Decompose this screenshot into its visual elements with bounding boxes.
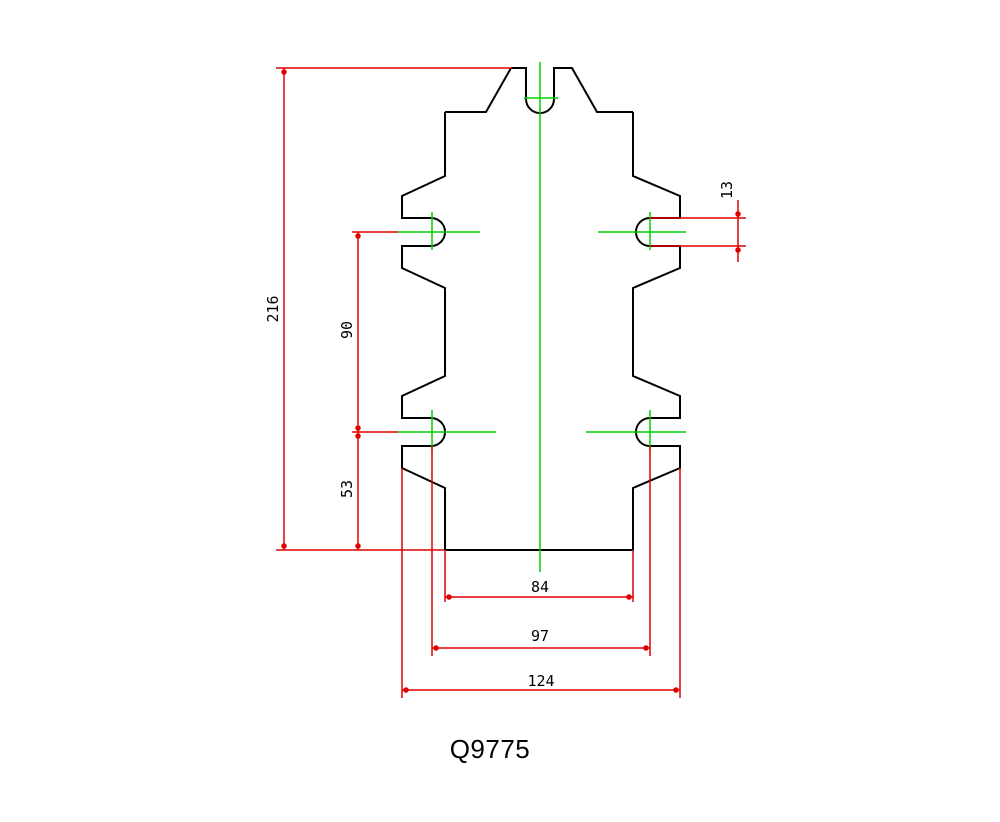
arrow-dot <box>355 543 361 549</box>
dim-label-base-width: 84 <box>531 578 549 596</box>
arrow-dot <box>735 211 741 217</box>
dim-label-groove-width: 13 <box>718 181 736 199</box>
dimension-lines <box>276 67 746 698</box>
outline-left-profile <box>401 112 446 550</box>
arrow-dot <box>673 687 679 693</box>
dim-label-overall-height: 216 <box>264 295 282 322</box>
outline-top-neck-left <box>445 67 512 113</box>
arrow-dot <box>403 687 409 693</box>
arrow-dot <box>643 645 649 651</box>
center-lines <box>398 62 686 572</box>
part-outline <box>401 67 681 551</box>
outline-right-profile <box>632 112 681 550</box>
arrow-dot <box>446 594 452 600</box>
dim-label-groove-diameter: 97 <box>531 627 549 645</box>
dim-label-lower-groove-height: 53 <box>338 480 356 498</box>
dim-label-outer-diameter: 124 <box>527 672 554 690</box>
outline-top-neck <box>511 67 633 114</box>
arrow-dot <box>433 645 439 651</box>
part-number-caption: Q9775 <box>449 734 531 764</box>
arrow-dot <box>355 433 361 439</box>
arrow-dot <box>355 233 361 239</box>
arrow-dot <box>281 543 287 549</box>
dim-label-groove-spacing: 90 <box>338 321 356 339</box>
arrow-dot <box>735 247 741 253</box>
arrow-dot <box>281 69 287 75</box>
arrow-dot <box>355 425 361 431</box>
arrow-dot <box>626 594 632 600</box>
